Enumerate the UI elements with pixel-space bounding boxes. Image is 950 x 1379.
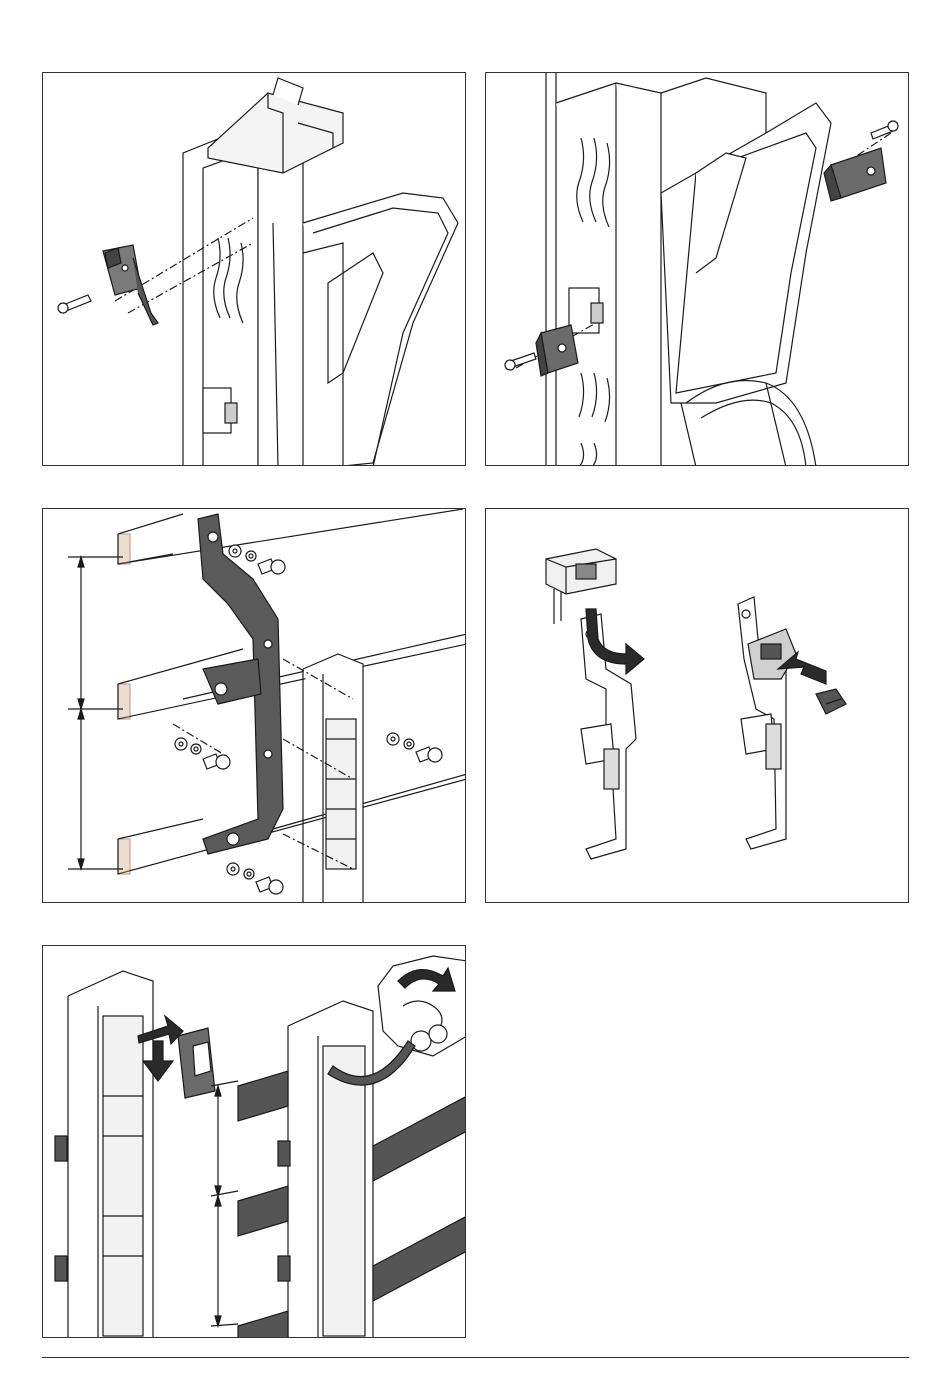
bracket-icon [824,148,886,201]
bracket-mount-drawing [486,73,909,466]
clip-icon [178,1028,215,1098]
illustration-panel-microswitch [42,72,466,466]
clip-insertion-drawing [486,509,909,903]
clip-icon [816,689,846,714]
washer-icon [175,545,414,879]
illustration-panel-busbar-install [42,945,466,1338]
illustration-panel-busbar-bracket [42,508,466,903]
screw-icon [871,121,898,139]
busbar-install-drawing [43,946,466,1338]
busbar-bracket-drawing [43,509,466,903]
bracket-icon [738,597,796,849]
screw-icon [505,353,536,370]
illustration-panel-bracket-mount [485,72,909,466]
dimension-line-icon [211,1081,238,1326]
screw-icon [58,295,91,313]
microswitch-drawing [43,73,466,466]
footer-rule [42,1357,909,1358]
busbar-icon [118,509,466,874]
bracket-icon [536,325,578,376]
dimension-line-icon [68,557,123,869]
illustration-panel-clip-insertion [485,508,909,903]
clip-icon [546,549,616,624]
microswitch-icon [103,245,158,325]
